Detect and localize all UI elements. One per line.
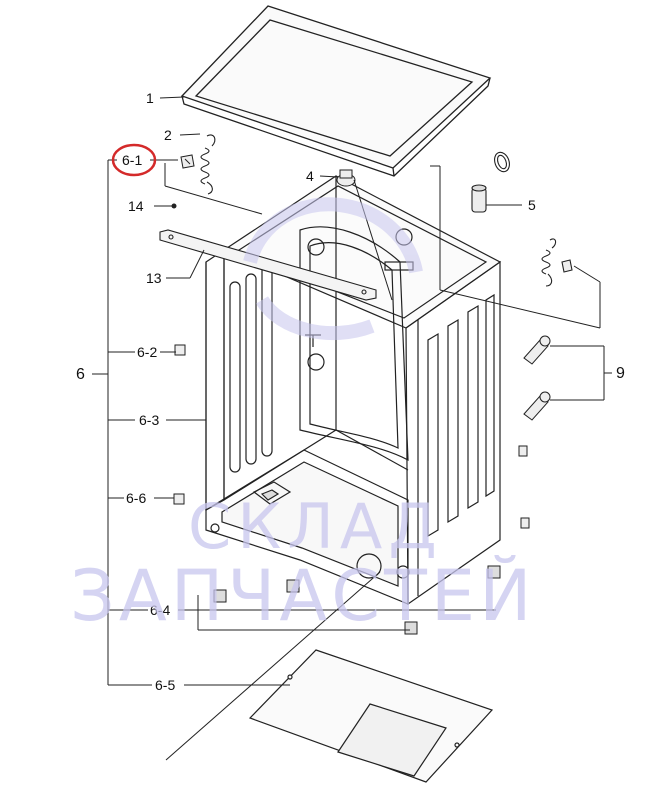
damper-part-5 bbox=[471, 151, 510, 213]
callout-6-1: 6-1 bbox=[122, 152, 142, 168]
callout-6-5: 6-5 bbox=[155, 677, 175, 693]
callout-4: 4 bbox=[306, 168, 314, 184]
watermark-logo bbox=[243, 197, 423, 341]
watermark-line-2: ЗАПЧАСТЕЙ bbox=[70, 555, 536, 637]
callout-6-6: 6-6 bbox=[126, 490, 146, 506]
watermark-line-1: СКЛАД bbox=[188, 490, 443, 563]
small-clips bbox=[173, 344, 530, 529]
leader-lines bbox=[92, 96, 612, 761]
top-cover-part bbox=[180, 5, 492, 177]
callout-2: 2 bbox=[164, 127, 172, 143]
spring-part-right bbox=[541, 238, 573, 287]
callout-5: 5 bbox=[528, 197, 536, 213]
callout-6-4: 6-4 bbox=[150, 602, 170, 618]
callout-14: 14 bbox=[128, 198, 144, 214]
screw-part-14 bbox=[171, 203, 177, 209]
callout-9: 9 bbox=[616, 365, 625, 382]
callout-6-2: 6-2 bbox=[137, 344, 157, 360]
spring-part-left bbox=[200, 134, 216, 195]
cross-bar-part bbox=[159, 229, 377, 301]
valve-part-4 bbox=[336, 169, 356, 187]
callout-6-3: 6-3 bbox=[139, 412, 159, 428]
callout-1: 1 bbox=[146, 90, 154, 106]
watermark: СКЛАД ЗАПЧАСТЕЙ bbox=[70, 197, 536, 637]
callout-13: 13 bbox=[146, 270, 162, 286]
foot-parts-6-4 bbox=[213, 565, 501, 635]
feet-part-9 bbox=[523, 335, 551, 421]
clip-part-6-1 bbox=[180, 154, 195, 169]
highlight-circle bbox=[111, 143, 157, 177]
bottom-plate-part-6-5 bbox=[248, 649, 494, 783]
callout-6: 6 bbox=[76, 366, 85, 383]
